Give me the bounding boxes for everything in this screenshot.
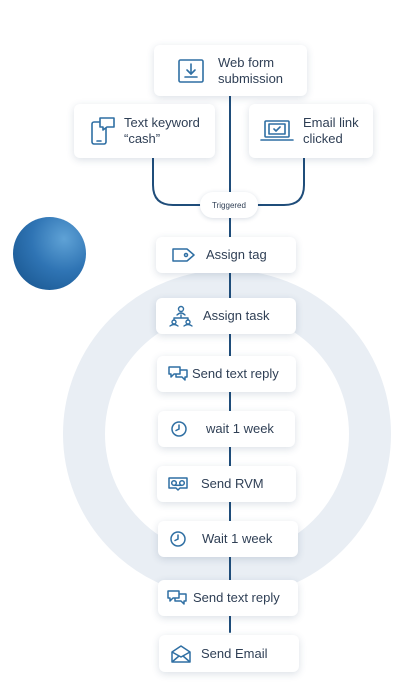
team-hierarchy-icon: [168, 305, 194, 327]
trigger-label: Text keyword “cash”: [124, 115, 200, 146]
step-label: wait 1 week: [206, 421, 274, 437]
triggered-badge: Triggered: [200, 192, 258, 218]
trigger-text-keyword: Text keyword “cash”: [74, 104, 215, 158]
step-label: Wait 1 week: [202, 531, 273, 547]
step-send-rvm: Send RVM: [157, 466, 296, 502]
trigger-web-form: Web form submission: [154, 45, 307, 96]
web-form-download-icon: [176, 56, 206, 86]
laptop-check-icon: [259, 116, 295, 146]
step-label: Send text reply: [192, 366, 279, 382]
step-wait-1-week: wait 1 week: [158, 411, 295, 447]
step-send-email: Send Email: [159, 635, 299, 672]
step-label: Assign tag: [206, 247, 267, 263]
step-assign-task: Assign task: [156, 298, 296, 334]
envelope-icon: [170, 644, 192, 664]
clock-icon: [169, 530, 187, 548]
phone-chat-icon: [90, 116, 116, 146]
chat-bubbles-icon: [166, 589, 188, 607]
step-send-text-reply: Send text reply: [158, 580, 298, 616]
trigger-connector-right: [257, 157, 305, 206]
step-label: Send Email: [201, 645, 268, 661]
step-label: Send text reply: [193, 590, 280, 606]
step-label: Send RVM: [201, 476, 264, 492]
step-label: Assign task: [203, 308, 270, 324]
trigger-label: Email link clicked: [303, 115, 359, 146]
trigger-label: Web form submission: [218, 54, 284, 86]
step-send-text-reply: Send text reply: [157, 356, 296, 392]
trigger-email-link: Email link clicked: [249, 104, 373, 158]
voicemail-icon: [167, 476, 189, 492]
trigger-connector-left: [152, 157, 201, 206]
decorative-orb: [13, 217, 86, 290]
step-wait-1-week: Wait 1 week: [158, 521, 298, 557]
tag-icon: [170, 247, 196, 263]
chat-bubbles-icon: [167, 365, 189, 383]
step-assign-tag: Assign tag: [156, 237, 296, 273]
clock-icon: [170, 420, 188, 438]
